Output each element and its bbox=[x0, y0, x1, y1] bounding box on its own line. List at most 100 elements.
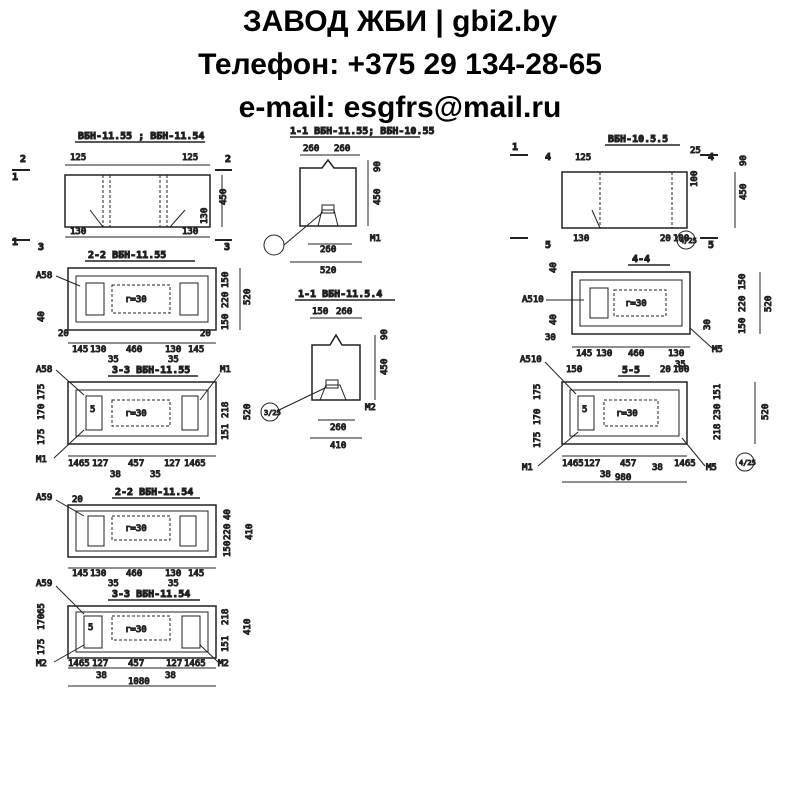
dim-465: 1465 bbox=[674, 459, 696, 469]
dim-127-e: 127 bbox=[166, 659, 182, 669]
cut-4-rr: 4 bbox=[708, 152, 714, 163]
label-m1-c: М1 bbox=[220, 365, 231, 375]
dim-40-d: 40 bbox=[223, 509, 233, 520]
label-a510-a: А510 bbox=[522, 295, 544, 305]
dim-90-b: 90 bbox=[380, 329, 390, 340]
title-sec33-54: 3-3 ВБН-11.54 bbox=[112, 589, 190, 600]
dim-218-b: 218 bbox=[713, 424, 723, 440]
label-a510-b: А510 bbox=[520, 355, 542, 365]
label-r30-a: r=30 bbox=[125, 295, 147, 305]
dim-1080: 1080 bbox=[128, 677, 150, 687]
dim-175-b: 175 bbox=[37, 384, 47, 400]
label-r30-b: r=30 bbox=[625, 299, 647, 309]
dim-130-e: 130 bbox=[90, 569, 106, 579]
dim-150-d: 150 bbox=[738, 274, 748, 290]
dim-450-b: 450 bbox=[373, 189, 383, 205]
title-elev-right: ВБН-10.5.5 bbox=[608, 134, 668, 145]
label-r30-e: r=30 bbox=[125, 524, 147, 534]
dim-127-c: 127 bbox=[584, 459, 600, 469]
dim-125-right: 125 bbox=[182, 153, 198, 163]
dim-90-a: 90 bbox=[373, 161, 383, 172]
dim-410-c: 410 bbox=[243, 619, 253, 635]
label-m2-c: М2 bbox=[218, 659, 229, 669]
dim-457-b: 457 bbox=[620, 459, 636, 469]
title-sec11-top: 1-1 ВБН-11.55; ВБН-10.55 bbox=[290, 126, 435, 137]
cut-1-left: 1 bbox=[12, 172, 18, 183]
dim-980: 980 bbox=[615, 473, 631, 483]
dim-1465-d: 1465 bbox=[68, 659, 90, 669]
dim-410-b: 410 bbox=[245, 524, 255, 540]
dim-1465-b: 1465 bbox=[184, 459, 206, 469]
section-2-2-55: 2-2 ВБН-11.55 r=30 А58 40 20 20 145 130 … bbox=[36, 250, 254, 366]
dim-40-a: 40 bbox=[37, 311, 47, 322]
dim-460-a: 460 bbox=[126, 345, 142, 355]
dim-100-b: 100 bbox=[673, 365, 689, 375]
dim-150-a: 150 bbox=[221, 272, 231, 288]
section-3-3-54: 3-3 ВБН-11.54 r=30 5 А59 М2 М2 175 170 6… bbox=[36, 579, 254, 688]
dim-450-c: 450 bbox=[380, 359, 390, 375]
label-m5-b: М5 bbox=[706, 463, 717, 473]
dim-260-a: 260 bbox=[303, 144, 319, 154]
dim-38-e: 38 bbox=[165, 671, 176, 681]
dim-100-v: 100 bbox=[690, 171, 700, 187]
dim-20-b: 20 bbox=[200, 329, 211, 339]
dim-35-f: 35 bbox=[168, 579, 179, 589]
dim-90-r: 90 bbox=[739, 155, 749, 166]
title-sec55: 5-5 bbox=[622, 365, 640, 376]
dim-125-left: 125 bbox=[70, 153, 86, 163]
label-a58-b: А58 bbox=[36, 365, 52, 375]
dim-218-c: 218 bbox=[221, 609, 231, 625]
dim-145-d: 145 bbox=[72, 569, 88, 579]
header-phone: Телефон: +375 29 134-28-65 bbox=[198, 48, 602, 81]
dim-150-c: 150 bbox=[312, 307, 328, 317]
dim-145-c: 145 bbox=[576, 349, 592, 359]
label-5-a: 5 bbox=[90, 405, 95, 415]
dim-100-r: 100 bbox=[673, 234, 689, 244]
dim-520-c: 520 bbox=[764, 296, 774, 312]
dim-450-r: 450 bbox=[739, 184, 749, 200]
section-3-3-55: 3-3 ВБН-11.55 r=30 5 А58 М1 М1 175 175 1… bbox=[36, 365, 254, 481]
dim-130-c: 130 bbox=[596, 349, 612, 359]
dim-35-a: 35 bbox=[108, 355, 119, 365]
dim-150-g: 150 bbox=[223, 541, 233, 557]
dim-30-b: 30 bbox=[703, 319, 713, 330]
dim-145-e: 145 bbox=[188, 569, 204, 579]
dim-127-d: 127 bbox=[92, 659, 108, 669]
dim-150-e: 150 bbox=[738, 318, 748, 334]
dim-35-d: 35 bbox=[150, 470, 161, 480]
dim-130-b: 130 bbox=[165, 345, 181, 355]
section-1-1-54: 1-1 ВБН-11.5.4 150 260 90 450 М2 260 410… bbox=[260, 289, 395, 452]
header-banner: ЗАВОД ЖБИ | gbi2.by Телефон: +375 29 134… bbox=[0, 0, 800, 129]
dim-1465-c: 1465 bbox=[562, 459, 584, 469]
dim-127-b: 127 bbox=[164, 459, 180, 469]
dim-40-b: 40 bbox=[549, 262, 559, 273]
dim-220-b: 220 bbox=[738, 296, 748, 312]
section-1-1-top: 1-1 ВБН-11.55; ВБН-10.55 260 260 90 450 … bbox=[263, 126, 435, 277]
dim-38-c: 38 bbox=[652, 463, 663, 473]
label-a58-a: А58 bbox=[36, 271, 52, 281]
dim-260-e: 260 bbox=[330, 423, 346, 433]
label-r30-c: r=30 bbox=[125, 409, 147, 419]
dim-130-r: 130 bbox=[573, 234, 589, 244]
header-company: ЗАВОД ЖБИ | gbi2.by bbox=[242, 5, 558, 38]
elevation-right: ВБН-10.5.5 1 4 4 5 5 125 25 130 20 100 4… bbox=[510, 134, 750, 252]
dim-145-a: 145 bbox=[72, 345, 88, 355]
dim-38-b: 38 bbox=[600, 470, 611, 480]
section-5-5: 5-5 r=30 5 А510 М1 М5 175 170 175 150 20… bbox=[520, 355, 772, 484]
label-r30-f: r=30 bbox=[125, 625, 147, 635]
cut-4-r: 4 bbox=[545, 152, 551, 163]
dim-175-a: 175 bbox=[37, 429, 47, 445]
dim-35-c: 35 bbox=[675, 360, 686, 370]
dim-130-f: 130 bbox=[165, 569, 181, 579]
dim-127-a: 127 bbox=[92, 459, 108, 469]
elevation-left: ВБН-11.55 ; ВБН-11.54 2 2 1 1 3 3 125 12… bbox=[12, 131, 232, 254]
dim-457-c: 457 bbox=[128, 659, 144, 669]
label-m2-b: М2 bbox=[36, 659, 47, 669]
cut-5-rr: 5 bbox=[708, 240, 714, 251]
dim-457-a: 457 bbox=[128, 459, 144, 469]
dim-130-v: 130 bbox=[200, 208, 210, 224]
dim-410-a: 410 bbox=[330, 441, 346, 451]
dim-35-b: 35 bbox=[168, 355, 179, 365]
label-r30-d: r=30 bbox=[616, 409, 638, 419]
